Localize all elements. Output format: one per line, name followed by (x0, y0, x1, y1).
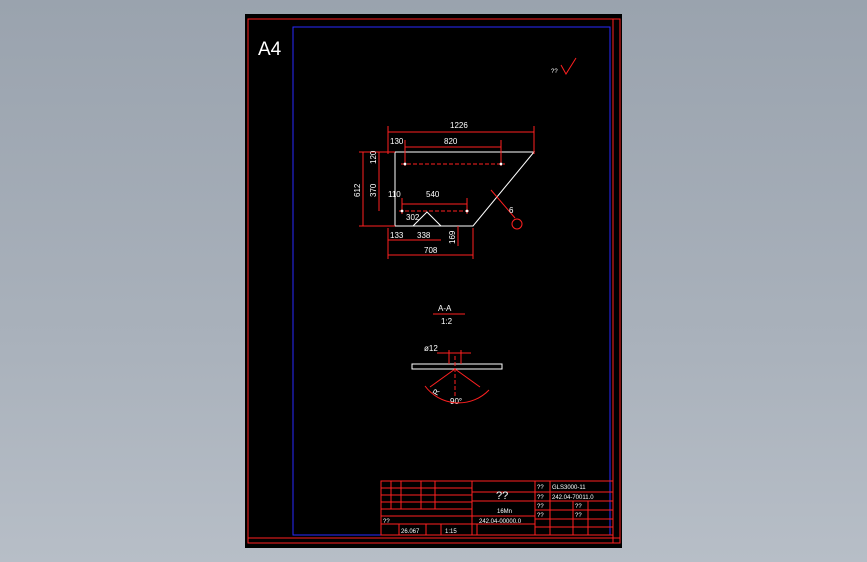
title-drawing-no: GLS3000-11 (552, 485, 586, 491)
dim-left-margin: 133 (390, 231, 404, 240)
section-arc (424, 385, 490, 404)
title-assembly-no: 242.04-00000.0 (479, 519, 522, 525)
title-name: ?? (496, 490, 508, 502)
dim-height-total: 612 (353, 183, 362, 197)
drawing-sheet: A4 ?? (245, 14, 622, 548)
title-label-7: ?? (383, 519, 390, 525)
dim-notch-width: 338 (417, 231, 431, 240)
plan-holes (400, 162, 503, 213)
section-angle: 90° (450, 397, 462, 406)
sheet-format-label: A4 (258, 39, 282, 60)
dim-offset-low: 110 (388, 190, 401, 199)
title-label-2: ?? (537, 495, 544, 501)
part-outline (394, 151, 536, 227)
section-radius: R (431, 387, 442, 397)
dim-bottom-width: 708 (424, 246, 438, 255)
dim-height-mid: 370 (369, 183, 378, 197)
dim-hole-span-top: 820 (444, 137, 458, 146)
title-material: 16Mn (497, 509, 512, 515)
roughness-symbol-icon (560, 57, 577, 75)
section-plate (411, 363, 503, 370)
roughness-text: ?? (551, 69, 558, 75)
section-title: A-A (438, 304, 452, 313)
title-label-6: ?? (575, 513, 582, 519)
inner-frame (292, 26, 611, 536)
title-label-4: ?? (575, 504, 582, 510)
plan-view (359, 126, 536, 259)
hole-callout-number: 6 (509, 206, 514, 215)
cad-drawing: A4 ?? (247, 18, 621, 544)
title-label-1: ?? (537, 485, 544, 491)
section-view (411, 313, 503, 404)
section-scale: 1:2 (441, 317, 453, 326)
title-label-5: ?? (537, 513, 544, 519)
dim-notch-height: 169 (448, 230, 457, 244)
title-block (380, 480, 614, 536)
leader-hole (490, 189, 516, 219)
dim-overall-width: 1226 (450, 121, 468, 130)
hole-callout-circle (511, 218, 523, 230)
outer-frame (247, 18, 621, 544)
dim-hole-span-low: 540 (426, 190, 440, 199)
dim-height-top: 120 (369, 150, 378, 164)
title-label-3: ?? (537, 504, 544, 510)
dim-offset-top: 130 (390, 137, 404, 146)
dim-notch-left: 302 (406, 213, 420, 222)
section-diameter: ø12 (424, 344, 438, 353)
title-part-no: 242.04-70011.0 (552, 495, 594, 501)
title-scale: 1:15 (445, 529, 457, 535)
notch-outline (412, 211, 442, 227)
title-weight: 26.067 (401, 529, 420, 535)
